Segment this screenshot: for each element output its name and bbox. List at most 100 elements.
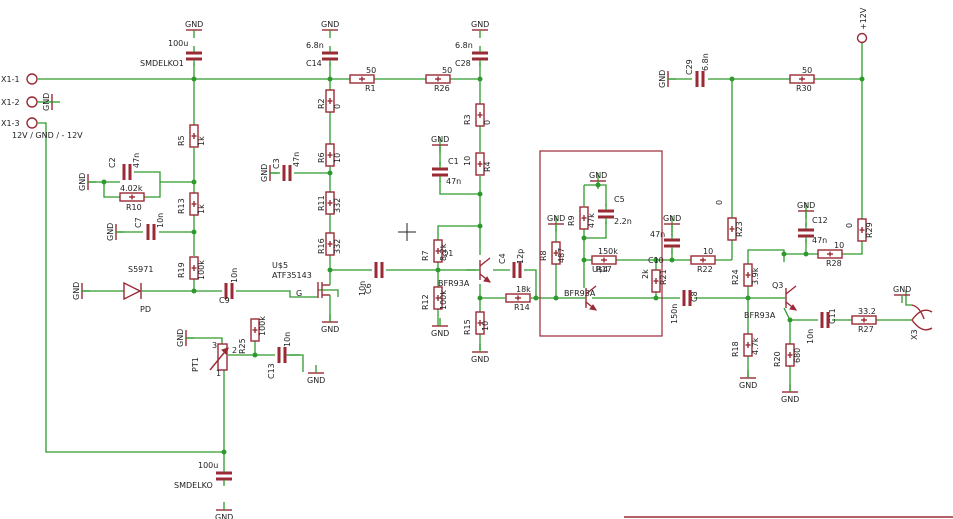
gnd-symbol: GND bbox=[658, 70, 676, 88]
c13-name: C13 bbox=[267, 363, 276, 379]
r4-value: 10 bbox=[463, 156, 472, 166]
r15-value: 10 bbox=[481, 321, 490, 331]
crosshair-icon bbox=[398, 223, 416, 241]
plus12v-label: +12V bbox=[859, 7, 868, 30]
u5-part: ATF35143 bbox=[272, 271, 312, 280]
c5-value: 2.2n bbox=[614, 217, 632, 226]
r1-name: R1 bbox=[365, 84, 376, 93]
transistor-BFR93A[interactable]: BFR93A bbox=[564, 285, 597, 311]
capacitor-c5[interactable]: C52.2n bbox=[598, 195, 632, 226]
pd-part: S5971 bbox=[128, 265, 153, 274]
gnd-label: GND bbox=[215, 513, 233, 519]
gnd-symbol: GND bbox=[781, 384, 799, 404]
gnd-label: GND bbox=[321, 325, 339, 334]
gnd-symbol: GND bbox=[431, 135, 449, 153]
r8-name: R8 bbox=[539, 250, 548, 261]
connector-plus12v[interactable]: +12V bbox=[856, 7, 869, 44]
gnd-label: GND bbox=[658, 70, 667, 88]
gnd-label: GND bbox=[471, 20, 489, 29]
r11-name: R11 bbox=[317, 195, 326, 211]
r13-name: R13 bbox=[177, 198, 186, 214]
r25-name: R25 bbox=[238, 338, 247, 354]
r24-name: R24 bbox=[731, 269, 740, 285]
resistor-r21[interactable]: R21 2k bbox=[641, 269, 668, 293]
r28-value: 10 bbox=[834, 241, 844, 250]
capacitor-c_big1[interactable]: 100u bbox=[168, 39, 202, 66]
gnd-symbol: GND bbox=[431, 318, 449, 338]
c28-name: C28 bbox=[455, 59, 471, 68]
r20-value: 680 bbox=[793, 348, 802, 363]
transistor-name: Q1 bbox=[442, 249, 453, 258]
gnd-label: GND bbox=[431, 329, 449, 338]
c8-value: 150n bbox=[670, 304, 679, 324]
c9-value: 10n bbox=[230, 268, 239, 283]
resistor-r14[interactable]: R14 18k bbox=[505, 285, 531, 312]
gnd-label: GND bbox=[321, 20, 339, 29]
r12-value: 100k bbox=[439, 290, 448, 310]
r5-name: R5 bbox=[177, 135, 186, 146]
r14-value: 18k bbox=[516, 285, 531, 294]
gnd-symbol: GND bbox=[321, 20, 339, 38]
r21-name: R21 bbox=[659, 269, 668, 285]
gnd-symbol: GND bbox=[547, 214, 565, 232]
r21-value: 2k bbox=[641, 269, 650, 279]
c_big1-value: 100u bbox=[168, 39, 188, 48]
c1-value: 47n bbox=[446, 177, 461, 186]
transistor-part: BFR93A bbox=[564, 289, 596, 298]
connector-x1[interactable]: X1-1 X1-2 X1-3 12V / GND / - 12V bbox=[1, 73, 83, 140]
r14-name: R14 bbox=[514, 303, 530, 312]
capacitor-c_big2[interactable]: 100u bbox=[198, 461, 232, 486]
r16-value: 332 bbox=[333, 239, 342, 254]
connector-x3[interactable]: X3 bbox=[910, 304, 933, 340]
